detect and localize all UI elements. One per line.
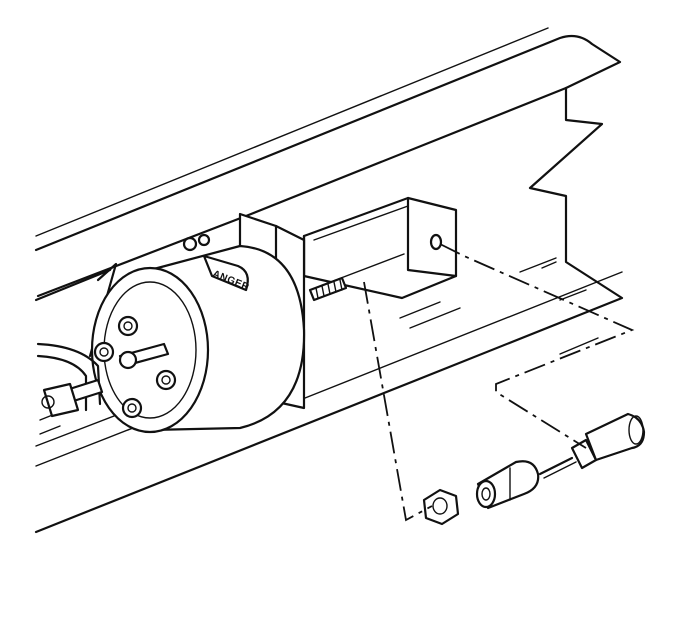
housing-label-plate <box>202 254 249 292</box>
hex-nut <box>422 488 460 526</box>
frame-rail <box>34 27 624 534</box>
assembly-lines <box>363 243 635 522</box>
cylindrical-housing: ANGER <box>90 244 306 434</box>
threaded-stud <box>308 276 348 302</box>
wire-leads <box>36 342 170 418</box>
screw <box>538 412 646 479</box>
bracket-hole <box>429 233 443 251</box>
spacer-sleeve <box>475 460 540 510</box>
plate-bolt-top <box>182 236 198 252</box>
exploded-hardware <box>422 412 646 526</box>
